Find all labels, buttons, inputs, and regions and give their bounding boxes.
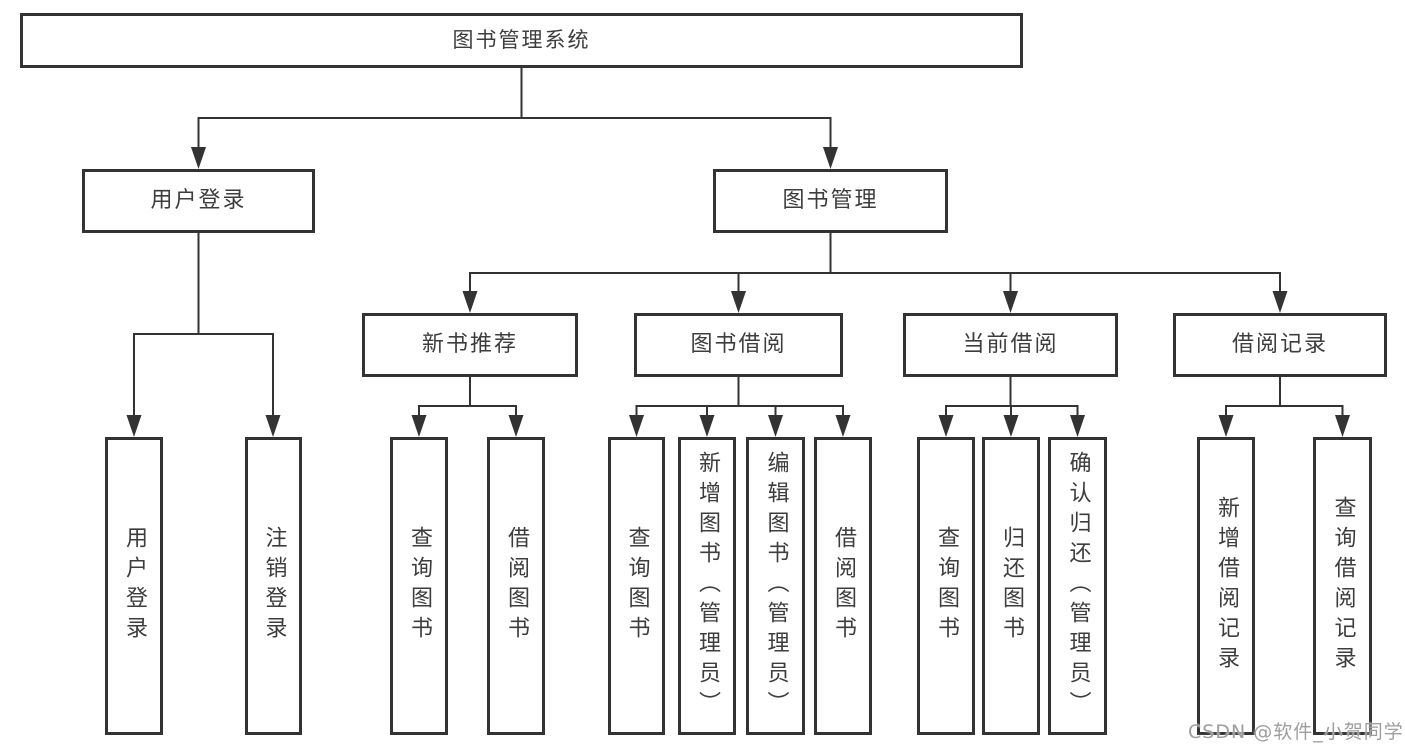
arrowhead-icons: [126, 147, 1350, 437]
node-label: 图书借阅: [690, 331, 787, 357]
leaf-edit-book-admin: 编辑图书（管理员）: [746, 437, 805, 735]
leaf-label: 用户登录: [122, 526, 147, 646]
node-label: 当前借阅: [962, 331, 1059, 357]
leaf-confirm-return-admin: 确认归还（管理员）: [1048, 437, 1107, 735]
leaf-label: 查询图书: [934, 526, 959, 646]
leaf-query-books-current: 查询图书: [917, 437, 975, 735]
leaf-logout: 注销登录: [245, 437, 302, 735]
node-label: 新书推荐: [421, 331, 518, 357]
leaf-label: 查询图书: [624, 526, 650, 646]
node-label: 图书管理: [782, 187, 879, 213]
node-new-book-recommendation: 新书推荐: [362, 313, 578, 377]
leaf-add-borrowing-record: 新增借阅记录: [1197, 437, 1255, 735]
leaf-query-books-recommend: 查询图书: [390, 437, 448, 735]
leaf-query-books-borrowing: 查询图书: [608, 437, 665, 735]
csdn-watermark: CSDN @软件_小贺同学: [1188, 721, 1404, 743]
node-label: 用户登录: [150, 187, 247, 213]
leaf-add-book-admin: 新增图书（管理员）: [678, 437, 736, 735]
leaf-return-books: 归还图书: [982, 437, 1040, 735]
node-current-borrowing: 当前借阅: [903, 313, 1118, 377]
node-book-management: 图书管理: [713, 169, 948, 233]
leaf-label: 注销登录: [261, 526, 287, 646]
node-book-borrowing: 图书借阅: [634, 313, 843, 377]
leaf-label: 新增借阅记录: [1214, 496, 1239, 676]
leaf-label: 借阅图书: [831, 526, 856, 646]
leaf-label: 编辑图书（管理员）: [763, 451, 789, 721]
leaf-label: 查询借阅记录: [1330, 496, 1356, 676]
leaf-borrow-books-borrowing: 借阅图书: [814, 437, 872, 735]
node-label: 借阅记录: [1231, 331, 1328, 357]
leaf-label: 借阅图书: [504, 526, 529, 646]
node-user-login: 用户登录: [82, 169, 315, 233]
leaf-borrow-books-recommend: 借阅图书: [487, 437, 545, 735]
leaf-label: 查询图书: [407, 526, 432, 646]
leaf-label: 确认归还（管理员）: [1065, 451, 1091, 721]
leaf-label: 归还图书: [999, 526, 1024, 646]
node-label: 图书管理系统: [452, 27, 591, 52]
leaf-label: 新增图书（管理员）: [695, 451, 720, 721]
leaf-query-borrowing-record: 查询借阅记录: [1313, 437, 1372, 735]
node-borrowing-records: 借阅记录: [1173, 313, 1387, 377]
node-library-management-system: 图书管理系统: [20, 13, 1023, 68]
leaf-user-login: 用户登录: [105, 437, 163, 735]
